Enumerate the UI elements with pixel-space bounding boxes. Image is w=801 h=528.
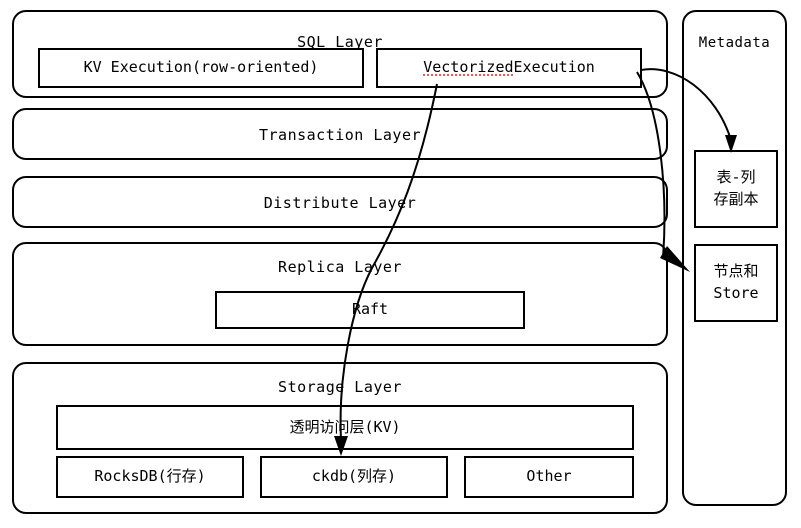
vectorized-misspelled-word: Vectorized (423, 58, 514, 77)
layer-distribute-title: Distribute Layer (263, 194, 417, 212)
metadata-title: Metadata (698, 35, 771, 51)
layer-storage-title: Storage Layer (278, 378, 402, 396)
layer-sql[interactable]: SQL Layer KV Execution(row-oriented) Vec… (12, 10, 668, 98)
node-and-store-line2: Store (713, 284, 759, 302)
layer-sql-title: SQL Layer (297, 33, 383, 51)
table-column-replica-line2: 存副本 (713, 190, 759, 208)
layer-distribute[interactable]: Distribute Layer (12, 176, 668, 228)
box-table-column-replica[interactable]: 表-列 存副本 (694, 150, 778, 228)
box-vectorized-execution[interactable]: Vectorized Execution (376, 48, 642, 88)
box-node-and-store[interactable]: 节点和 Store (694, 244, 778, 322)
box-other[interactable]: Other (464, 456, 634, 498)
panel-metadata[interactable]: Metadata 表-列 存副本 节点和 Store (682, 10, 787, 506)
layer-replica[interactable]: Replica Layer Raft (12, 242, 668, 346)
layer-transaction-title: Transaction Layer (258, 126, 422, 144)
box-ckdb[interactable]: ckdb(列存) (260, 456, 448, 498)
layer-storage[interactable]: Storage Layer 透明访问层(KV) RocksDB(行存) ckdb… (12, 362, 668, 514)
box-rocksdb[interactable]: RocksDB(行存) (56, 456, 244, 498)
node-and-store-line1: 节点和 (713, 262, 759, 281)
table-column-replica-line1: 表-列 (716, 168, 756, 187)
box-kv-execution[interactable]: KV Execution(row-oriented) (38, 48, 364, 88)
box-raft[interactable]: Raft (215, 291, 525, 329)
box-transparent-access-layer[interactable]: 透明访问层(KV) (56, 405, 634, 450)
layer-transaction[interactable]: Transaction Layer (12, 108, 668, 160)
vectorized-rest-word: Execution (513, 58, 595, 77)
layer-replica-title: Replica Layer (278, 258, 402, 276)
